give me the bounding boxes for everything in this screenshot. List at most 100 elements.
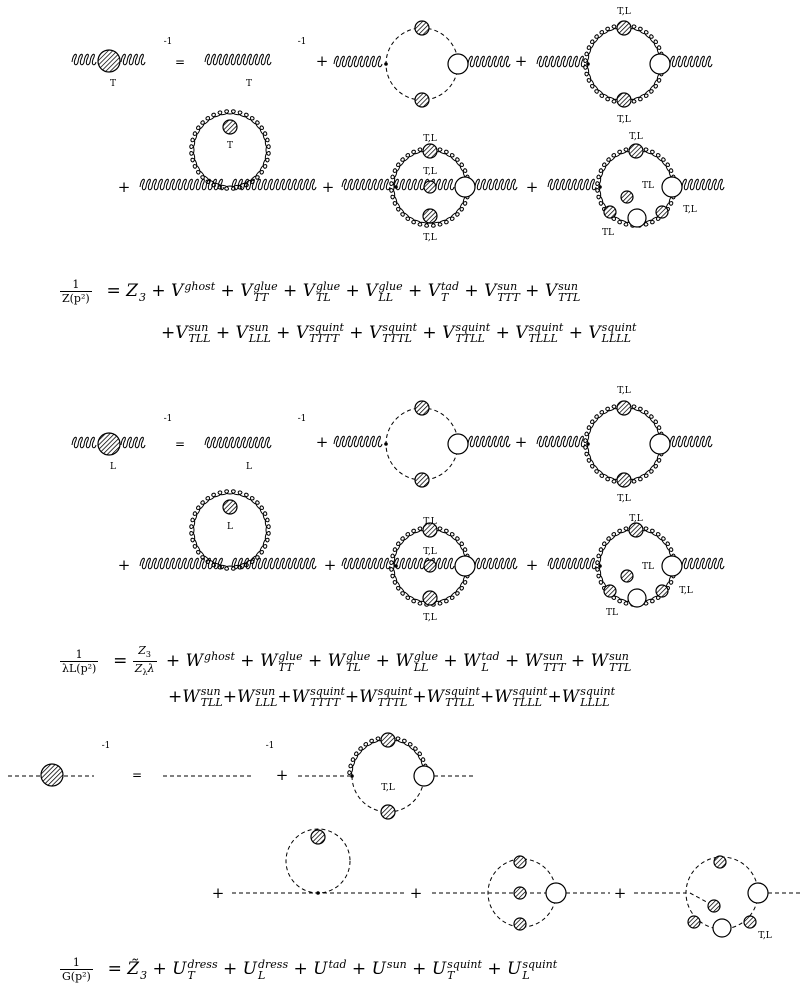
gluon-line [231, 178, 317, 191]
ghost-propagator-blob [687, 915, 701, 929]
plus-sign: + [316, 433, 329, 451]
plus-sign: + [515, 433, 528, 451]
plus-sign: + [276, 766, 289, 784]
dressed-vertex [413, 765, 435, 787]
gluon-line [669, 435, 713, 448]
gluon-propagator-blob [616, 472, 632, 488]
gluon-propagator-blob [222, 499, 238, 515]
bare-vertex [586, 442, 590, 446]
gluon-propagator-blob [603, 584, 617, 598]
label-tl: T,L [423, 613, 437, 623]
plus-sign: + [614, 884, 627, 902]
label-t: T [246, 79, 252, 89]
dressed-vertex [661, 555, 683, 577]
gluon-line [139, 178, 225, 191]
gluon-propagator-blob [628, 143, 644, 159]
plus-sign: + [526, 178, 539, 196]
gluon-propagator-blob [655, 205, 669, 219]
gluon-line [474, 557, 518, 570]
tadpole-loop [189, 489, 271, 571]
gluon-line [669, 55, 713, 68]
bare-vertex [598, 185, 602, 189]
gluon-propagator-blob [422, 143, 438, 159]
label-tl: T,L [629, 514, 643, 524]
dressed-vertex [447, 433, 469, 455]
ghost-propagator-blob [414, 92, 430, 108]
gluon-line [536, 55, 586, 68]
gluon-line [71, 53, 97, 66]
ghost-propagator-blob [513, 886, 527, 900]
dressed-vertex [649, 53, 671, 75]
dressed-vertex [454, 555, 476, 577]
ghost-propagator-blob [707, 899, 721, 913]
label-tl: T,L [617, 494, 631, 504]
label-tl: T,L [679, 586, 693, 596]
ghost-propagator-blob [414, 472, 430, 488]
label-tl: T,L [423, 517, 437, 527]
label-tl: T,L [758, 931, 772, 941]
gluon-line [204, 53, 272, 66]
gluon-line [231, 557, 317, 570]
dressed-vertex [649, 433, 671, 455]
label-tl: T,L [423, 547, 437, 557]
label-t: T [110, 79, 116, 89]
bare-vertex [316, 891, 320, 895]
plus-sign: + [118, 556, 131, 574]
gluon-propagator-blob [222, 119, 238, 135]
label-t: T [227, 141, 233, 151]
dressed-vertex [545, 882, 567, 904]
label-tl: T,L [617, 7, 631, 17]
label-tl: T,L [617, 386, 631, 396]
label-tl: TL [642, 562, 654, 572]
ghost-loop [385, 407, 459, 481]
plus-sign: + [322, 178, 335, 196]
gluon-propagator-blob [655, 584, 669, 598]
gluon-propagator-blob [616, 92, 632, 108]
dressed-vertex [447, 53, 469, 75]
label-tl: TL [642, 181, 654, 191]
gluon-propagator-blob [603, 205, 617, 219]
plus-sign: + [410, 884, 423, 902]
gluon-propagator-blob [616, 400, 632, 416]
label-tl: T,L [381, 783, 395, 793]
ghost-propagator-blob [380, 804, 396, 820]
dressed-vertex [712, 918, 732, 938]
label-tl: TL [606, 608, 618, 618]
dressed-vertex [627, 208, 647, 228]
label-l: L [110, 462, 116, 472]
ghost-loop [385, 27, 459, 101]
equals-sign: = [175, 437, 185, 451]
tadpole-loop [189, 109, 271, 191]
inverse-exponent: -1 [164, 414, 173, 424]
bare-vertex [350, 774, 354, 778]
gluon-line [536, 435, 586, 448]
ghost-propagator-blob [713, 855, 727, 869]
gluon-line [467, 55, 511, 68]
gluon-propagator-blob [628, 522, 644, 538]
gluon-line [120, 53, 146, 66]
gluon-propagator-blob [620, 190, 634, 204]
gluon-propagator-blob [423, 180, 437, 194]
gluon-line [139, 557, 225, 570]
inverse-exponent: -1 [298, 37, 307, 47]
gluon-propagator-blob [310, 829, 326, 845]
bare-vertex [384, 62, 388, 66]
dressed-vertex [627, 588, 647, 608]
ghost-propagator-blob [513, 855, 527, 869]
plus-sign: + [118, 178, 131, 196]
equals-sign: = [175, 55, 185, 69]
plus-sign: + [212, 884, 225, 902]
label-tl: T,L [629, 132, 643, 142]
bare-vertex [586, 62, 590, 66]
dressed-gluon-blob [97, 432, 121, 456]
